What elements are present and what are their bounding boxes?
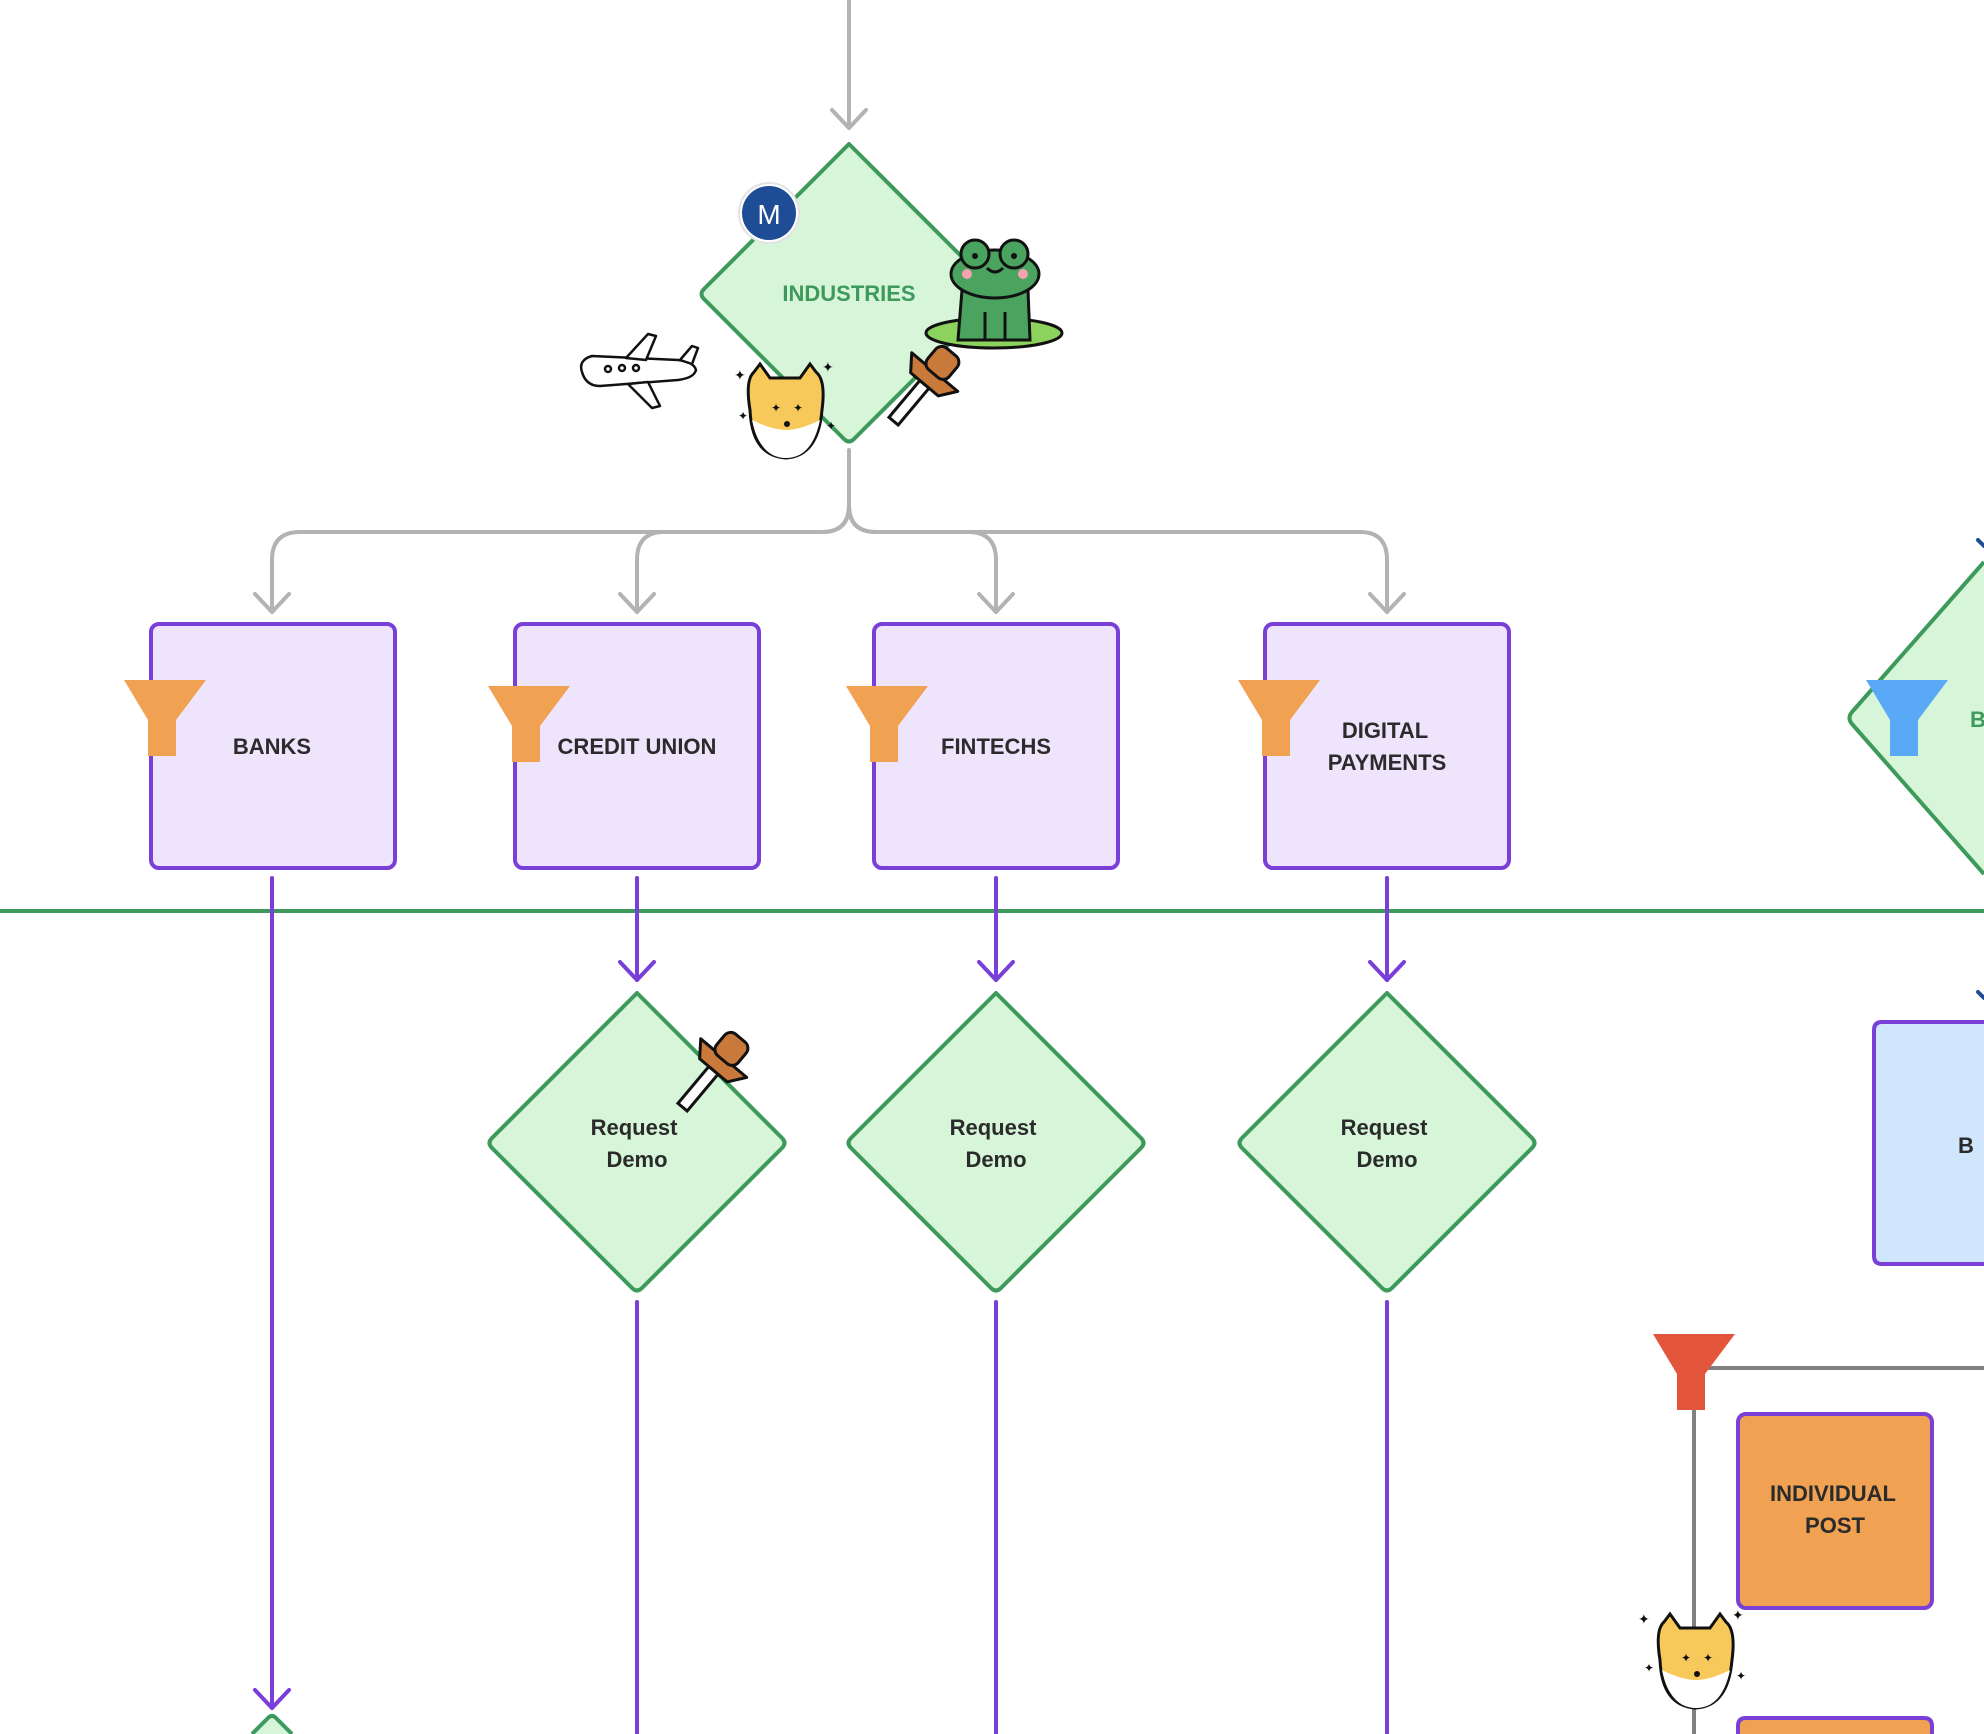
- request-demo-3-line2: Demo: [1356, 1147, 1417, 1172]
- svg-text:✦: ✦: [1703, 1651, 1713, 1665]
- arrowhead-credit-union: [618, 592, 656, 614]
- purple-connectors: [253, 876, 1406, 1734]
- svg-text:✦: ✦: [1736, 1669, 1746, 1683]
- arrowhead-credit-union-demo: [618, 960, 656, 982]
- industries-label: INDUSTRIES: [782, 281, 915, 306]
- svg-text:✦: ✦: [1732, 1608, 1744, 1624]
- segment-credit-union[interactable]: CREDIT UNION: [513, 622, 761, 870]
- avatar-initial: M: [757, 199, 780, 230]
- connector-branch-credit-union[interactable]: [635, 503, 851, 614]
- svg-text:✦: ✦: [793, 401, 803, 415]
- arrowhead-banks: [253, 592, 291, 614]
- digital-payments-label-line2: PAYMENTS: [1328, 750, 1447, 775]
- arrowhead-digital: [1368, 592, 1406, 614]
- request-demo-2-line2: Demo: [965, 1147, 1026, 1172]
- partial-decision-bottom-left[interactable]: [250, 1714, 294, 1734]
- request-demo-3-line1: Request: [1341, 1115, 1428, 1140]
- connector-branch-digital[interactable]: [847, 503, 1389, 614]
- right-blue-box[interactable]: B: [1872, 1020, 1984, 1266]
- frog-sticker[interactable]: [924, 238, 1064, 350]
- user-avatar[interactable]: M: [738, 182, 800, 244]
- arrowhead-banks-bottom: [253, 1688, 291, 1710]
- right-partial-arrow-mid: [1976, 990, 1984, 1000]
- individual-post-line1: INDIVIDUAL: [1770, 1481, 1896, 1506]
- next-post-box-partial[interactable]: [1736, 1716, 1934, 1734]
- credit-union-label: CREDIT UNION: [558, 734, 717, 759]
- arrowhead-fintechs-demo: [977, 960, 1015, 982]
- svg-text:✦: ✦: [1681, 1651, 1691, 1665]
- svg-text:✦: ✦: [738, 409, 748, 423]
- gray-connectors: [253, 0, 1406, 614]
- pushpin-sticker-top[interactable]: [871, 333, 975, 441]
- industries-decision[interactable]: INDUSTRIES: [699, 142, 999, 444]
- request-demo-decision-2[interactable]: Request Demo: [846, 991, 1146, 1293]
- individual-post-line2: POST: [1805, 1513, 1865, 1538]
- airplane-sticker[interactable]: [579, 332, 700, 410]
- request-demo-1-line1: Request: [591, 1115, 678, 1140]
- segment-fintechs[interactable]: FINTECHS: [872, 622, 1120, 870]
- digital-payments-label-line1: DIGITAL: [1342, 718, 1428, 743]
- funnel-icon-posts: [1653, 1334, 1735, 1410]
- arrowhead-fintechs: [977, 592, 1015, 614]
- arrowhead-digital-demo: [1368, 960, 1406, 982]
- right-blue-box-label: B: [1958, 1133, 1974, 1158]
- svg-text:✦: ✦: [734, 368, 746, 384]
- svg-text:✦: ✦: [1644, 1661, 1654, 1675]
- arrowhead-top: [830, 108, 868, 130]
- right-partial-decision-label: B: [1970, 707, 1984, 732]
- individual-post-box[interactable]: INDIVIDUAL POST: [1736, 1412, 1934, 1610]
- svg-text:✦: ✦: [771, 401, 781, 415]
- segment-banks[interactable]: BANKS: [149, 622, 397, 870]
- svg-text:✦: ✦: [822, 360, 834, 376]
- pushpin-sticker-demo[interactable]: [660, 1019, 764, 1127]
- segment-digital-payments[interactable]: DIGITAL PAYMENTS: [1263, 622, 1511, 870]
- request-demo-1-line2: Demo: [606, 1147, 667, 1172]
- right-partial-arrow-top: [1976, 538, 1984, 548]
- svg-text:✦: ✦: [1638, 1612, 1650, 1628]
- banks-label: BANKS: [233, 734, 311, 759]
- connector-branch-fintechs[interactable]: [847, 503, 998, 614]
- cat-sticker-bottom[interactable]: ✦ ✦ ✦ ✦ ✦ ✦: [1638, 1608, 1746, 1710]
- svg-text:✦: ✦: [826, 419, 836, 433]
- request-demo-decision-3[interactable]: Request Demo: [1237, 991, 1537, 1293]
- cat-sticker-top[interactable]: ✦ ✦ ✦ ✦ ✦ ✦: [734, 360, 836, 460]
- request-demo-2-line1: Request: [950, 1115, 1037, 1140]
- fintechs-label: FINTECHS: [941, 734, 1051, 759]
